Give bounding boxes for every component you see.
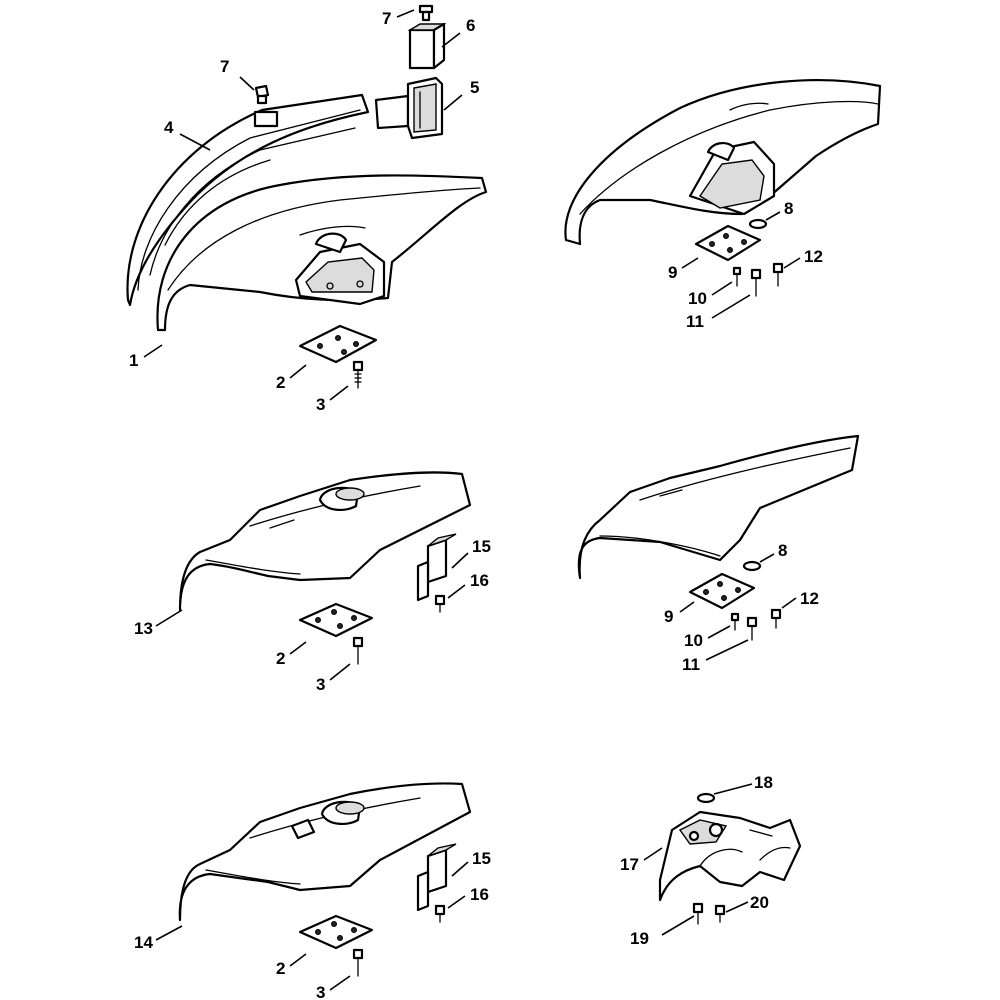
callout-14: 14: [134, 933, 153, 952]
callout-11-a: 11: [686, 312, 704, 331]
callout-20: 20: [750, 893, 769, 912]
part-bracket-6: [407, 22, 447, 70]
part-screw-12a: [772, 262, 784, 287]
part-screw-20: [714, 904, 726, 923]
part-screw-3c: [352, 948, 364, 977]
deflector-assembly-2: [564, 79, 882, 297]
deflector-assembly-3: [178, 471, 472, 665]
callout-18: 18: [754, 773, 773, 792]
callout-8-a: 8: [784, 199, 793, 218]
callout-labels: 7 6 7 5 4 1 2 3 8 9 10 11 12 15 16 13 2 …: [129, 9, 823, 1000]
part-plate-9a: [694, 224, 762, 262]
callout-2-c: 2: [276, 959, 285, 978]
callout-5: 5: [470, 78, 479, 97]
part-plate-2c: [298, 914, 374, 950]
part-plate-9b: [688, 572, 756, 610]
part-screw-10b: [730, 612, 740, 631]
part-screw-11a: [750, 268, 762, 297]
part-screw-11b: [746, 616, 758, 641]
callout-10-a: 10: [688, 289, 707, 308]
part-deflector-1: [156, 174, 488, 332]
callout-12-b: 12: [800, 589, 819, 608]
deflector-assembly-4: [577, 434, 860, 641]
part-screw-19: [692, 902, 704, 925]
leader-lines: [143, 9, 801, 991]
part-screw-16b: [434, 904, 446, 923]
adapter-assembly: [658, 792, 802, 925]
part-screw-3a: [352, 360, 364, 389]
part-housing-17: [658, 810, 802, 902]
part-plate-2a: [298, 324, 378, 364]
callout-1: 1: [129, 351, 138, 370]
callout-9-b: 9: [664, 607, 673, 626]
part-screw-16a: [434, 594, 446, 613]
callout-15-b: 15: [472, 849, 491, 868]
part-bracket-15a: [416, 533, 457, 602]
part-screw-7b: [418, 4, 434, 22]
part-plate-2b: [298, 602, 374, 638]
part-washer-8b: [742, 560, 762, 572]
deflector-assembly-1: [126, 4, 488, 389]
part-screw-7a: [254, 84, 270, 105]
callout-19: 19: [630, 929, 649, 948]
deflector-assembly-5: [178, 782, 472, 977]
callout-15-a: 15: [472, 537, 491, 556]
callout-4: 4: [164, 118, 174, 137]
callout-10-b: 10: [684, 631, 703, 650]
part-clamp-5: [374, 76, 444, 140]
callout-16-b: 16: [470, 885, 489, 904]
callout-7-top: 7: [382, 9, 391, 28]
part-extension-strip: [126, 93, 370, 307]
callout-17: 17: [620, 855, 639, 874]
callout-7-left: 7: [220, 57, 229, 76]
part-screw-12b: [770, 608, 782, 629]
part-screw-10a: [732, 266, 742, 287]
part-bracket-15b: [416, 843, 457, 912]
callout-9-a: 9: [668, 263, 677, 282]
part-washer-18: [696, 792, 716, 804]
callout-2-a: 2: [276, 373, 285, 392]
callout-6: 6: [466, 16, 475, 35]
callout-3-c: 3: [316, 983, 325, 1000]
callout-13: 13: [134, 619, 153, 638]
callout-11-b: 11: [682, 655, 700, 674]
callout-8-b: 8: [778, 541, 787, 560]
part-washer-8a: [748, 218, 768, 230]
callout-2-b: 2: [276, 649, 285, 668]
part-screw-3b: [352, 636, 364, 665]
callout-16-a: 16: [470, 571, 489, 590]
callout-12-a: 12: [804, 247, 823, 266]
callout-3-b: 3: [316, 675, 325, 694]
callout-3-a: 3: [316, 395, 325, 414]
